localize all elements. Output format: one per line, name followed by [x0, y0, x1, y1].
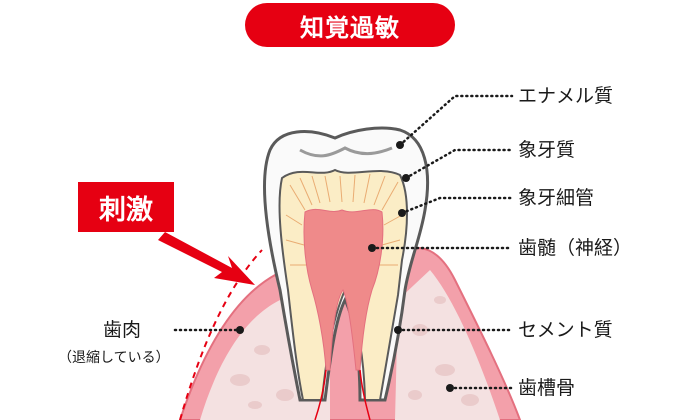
- dentinal-tubules: [285, 173, 403, 266]
- stimulus-arrow: [158, 232, 255, 285]
- tooth-pulp: [303, 208, 384, 371]
- label-cementum: セメント質: [518, 319, 613, 341]
- leader-lines: [173, 94, 514, 390]
- label-gum: 歯肉: [103, 319, 142, 341]
- diagram-title: 知覚過敏: [245, 3, 455, 47]
- stimulus-label: 刺激: [78, 182, 174, 232]
- label-pulp: 歯髄（神経）: [518, 237, 633, 259]
- label-alveolar-bone: 歯槽骨: [518, 377, 576, 399]
- nerve-line-left: [314, 369, 327, 420]
- label-dentinal-tubules: 象牙細管: [518, 187, 595, 209]
- leader-dots: [236, 141, 454, 392]
- nerve-line-right: [359, 369, 371, 420]
- label-dentin: 象牙質: [518, 139, 576, 161]
- occlusal-groove: [299, 146, 393, 158]
- original-gumline: [179, 249, 263, 420]
- label-gum-note: （退縮している）: [58, 350, 170, 366]
- alveolar-bone: [200, 270, 500, 420]
- label-enamel: エナメル質: [518, 85, 614, 107]
